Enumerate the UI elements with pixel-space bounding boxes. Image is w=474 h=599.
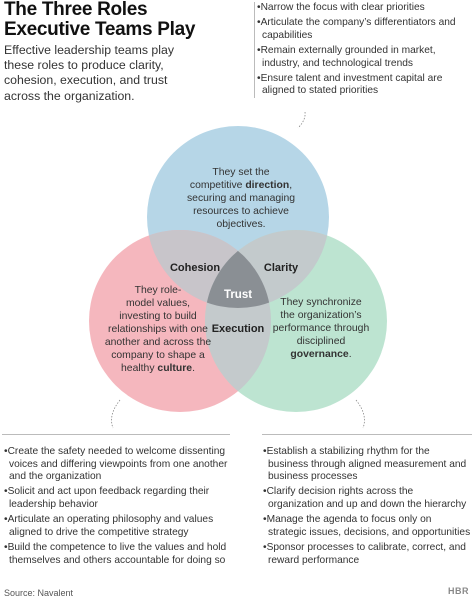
keyword-text: culture (157, 363, 192, 374)
circle-text-line: competitive (190, 180, 245, 191)
circle-text-line: another and across the (105, 337, 212, 348)
clarity-label: Clarity (264, 262, 299, 274)
keyword-text: governance (290, 349, 349, 360)
circle-text-line: investing to build (119, 311, 197, 322)
governance-connector-line (355, 399, 365, 429)
circle-text-line: the organization’s (280, 310, 361, 321)
bullet-item: Build the competence to live the values … (4, 542, 232, 567)
bullet-item: Sponsor processes to calibrate, correct,… (263, 542, 471, 567)
culture-connector-line (111, 399, 121, 429)
circle-text-line: healthy (121, 363, 157, 374)
circle-text-line: . (192, 363, 195, 374)
direction-bullet-list: Narrow the focus with clear prioritiesAr… (257, 2, 472, 101)
circle-text-line: They role- (135, 285, 182, 296)
page-title: The Three Roles Executive Teams Play (4, 0, 234, 40)
top-list-divider (254, 2, 255, 98)
bullet-item: Articulate an operating philosophy and v… (4, 514, 232, 539)
hbr-logo-text: HBR (448, 586, 469, 596)
circle-text-line: resources to achieve (193, 206, 289, 217)
circle-text-line: company to shape a (111, 350, 205, 361)
bullet-item: Articulate the company’s differentiators… (257, 17, 472, 42)
circle-text-line: They synchronize (280, 297, 362, 308)
execution-label: Execution (212, 323, 265, 335)
keyword-text: direction (245, 180, 289, 191)
intro-text: Effective leadership teams play these ro… (4, 43, 174, 103)
bullet-item: Create the safety needed to welcome diss… (4, 446, 232, 484)
hbr-logo: HBR (448, 586, 469, 596)
right-list-divider (262, 434, 472, 435)
cohesion-label: Cohesion (170, 262, 220, 274)
bullet-item: Clarify decision rights across the organ… (263, 486, 471, 511)
circle-text-line: securing and managing (187, 193, 295, 204)
governance-circle-text: They synchronize the organization’s perfor… (273, 297, 370, 360)
direction-connector-line (297, 111, 306, 129)
title-line-2: Executive Teams Play (4, 19, 196, 40)
bullet-item: Establish a stabilizing rhythm for the b… (263, 446, 471, 484)
trust-center (205, 230, 271, 308)
circle-text-line: . (349, 349, 352, 360)
governance-bullet-list: Establish a stabilizing rhythm for the b… (263, 446, 471, 570)
source-note: Source: Navalent (4, 588, 74, 598)
circle-text-line: objectives. (216, 219, 265, 230)
circle-text-line: performance through (273, 323, 370, 334)
culture-bullet-list: Create the safety needed to welcome diss… (4, 446, 232, 570)
bullet-item: Manage the agenda to focus only on strat… (263, 514, 471, 539)
circle-text-line: model values, (126, 298, 190, 309)
bullet-item: Remain externally grounded in market, in… (257, 45, 472, 70)
culture-circle-text: They role-model values, investing to buil… (105, 285, 212, 374)
circle-text-line: , (289, 180, 292, 191)
circle-text-line: relationships with one (108, 324, 208, 335)
bullet-item: Ensure talent and investment capital are… (257, 73, 472, 98)
circle-text-line: They set the (212, 167, 269, 178)
direction-circle-text: They set the competitive direction, securi… (187, 167, 295, 230)
bullet-item: Solicit and act upon feedback regarding … (4, 486, 232, 511)
title-line-1: The Three Roles (4, 0, 148, 20)
bullet-item: Narrow the focus with clear priorities (257, 2, 472, 15)
trust-label: Trust (224, 289, 252, 301)
circle-text-line: disciplined (297, 336, 346, 347)
left-list-divider (2, 434, 230, 435)
